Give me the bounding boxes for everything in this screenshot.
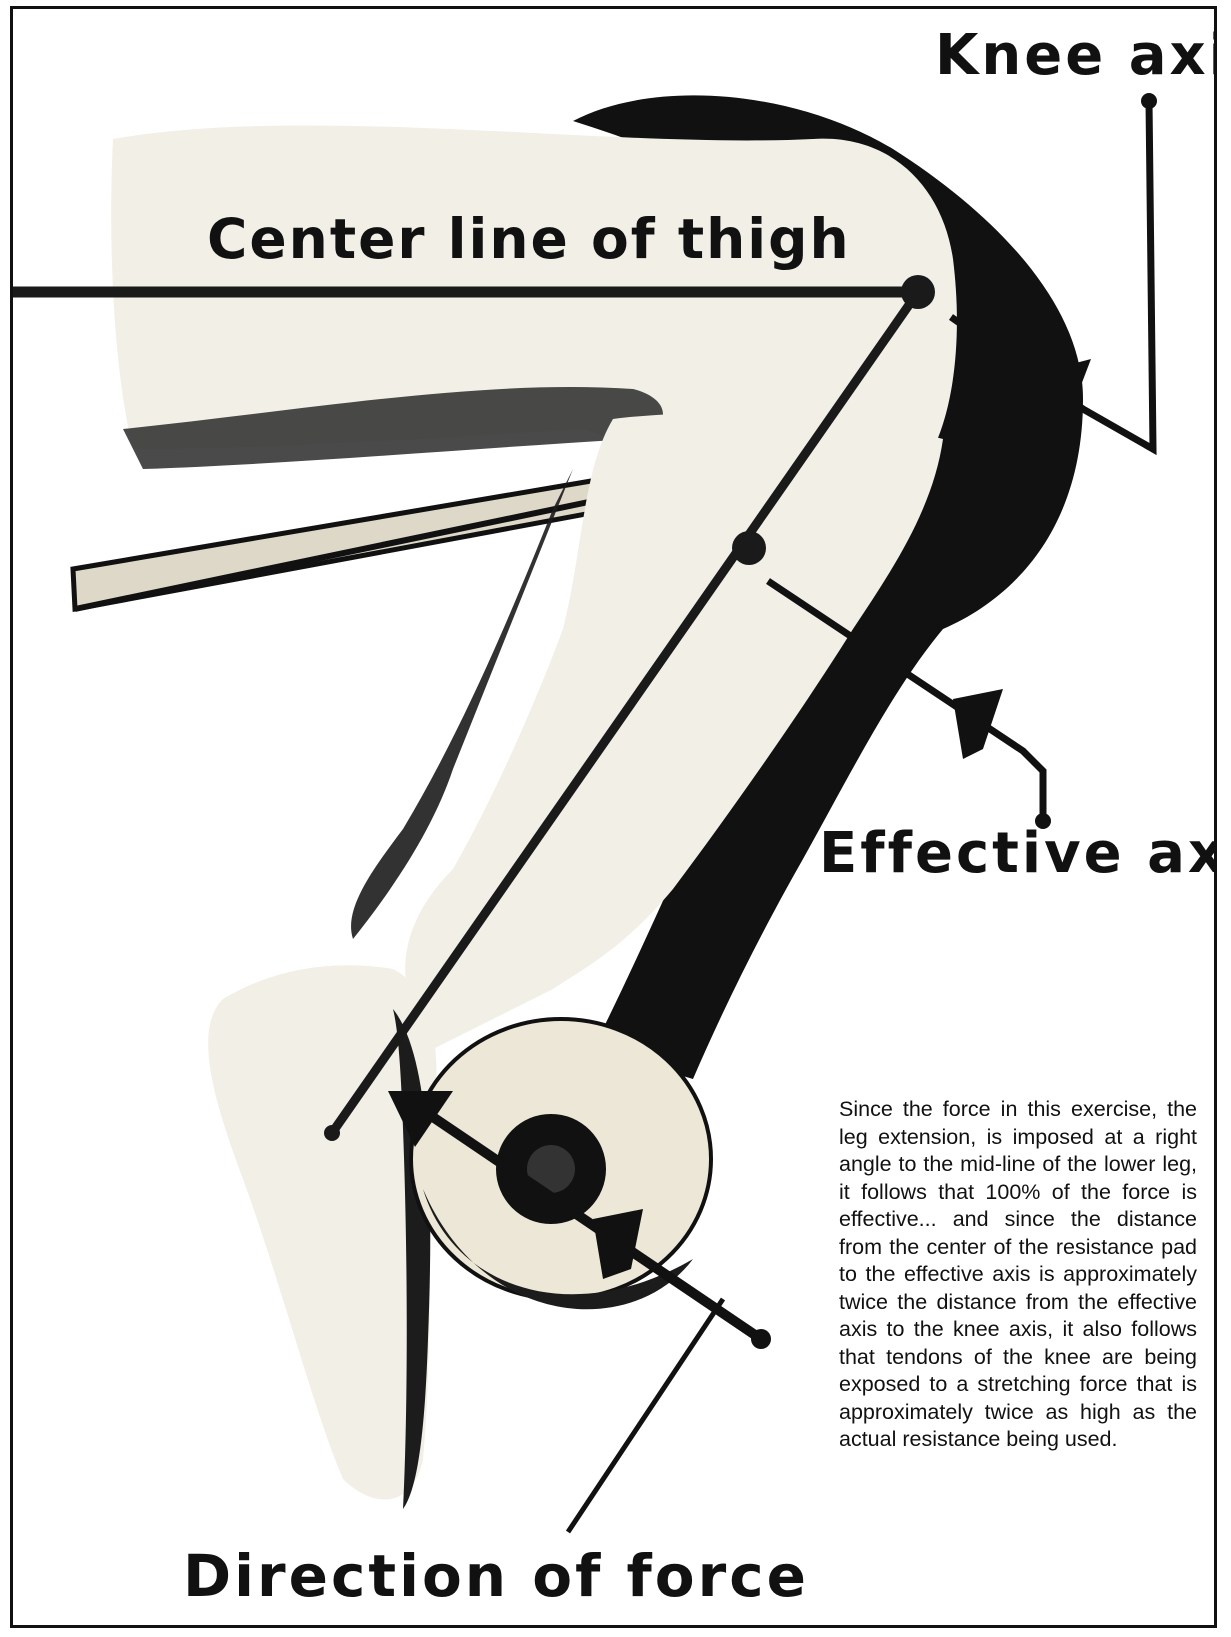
- effective-axis-arrowhead: [953, 689, 1003, 759]
- effective-axis-label: Effective axis: [819, 821, 1217, 886]
- midline-end-dot: [324, 1125, 340, 1141]
- force-line-end-dot: [751, 1329, 771, 1349]
- direction-pointer: [568, 1299, 723, 1532]
- center-line-label: Center line of thigh: [207, 207, 851, 271]
- caption-text: Since the force in this exercise, the le…: [839, 1096, 1197, 1454]
- diagram-frame: Knee axis Center line of thigh Effective…: [10, 6, 1217, 1628]
- knee-axis-label: Knee axis: [935, 23, 1217, 88]
- direction-of-force-label: Direction of force: [183, 1542, 809, 1610]
- knee-axis-pointer-dot: [1141, 93, 1157, 109]
- effective-axis-dot: [732, 531, 766, 565]
